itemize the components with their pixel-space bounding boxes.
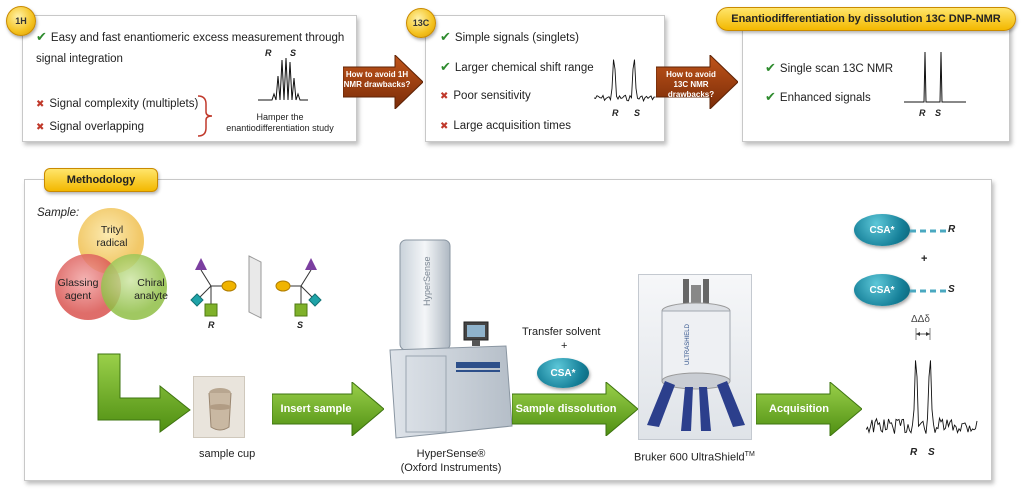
p2-label-r: R <box>612 108 619 118</box>
p2-neg2: ✖ Large acquisition times <box>440 120 571 132</box>
p3-pos1: ✔Single scan 13C NMR <box>765 60 893 76</box>
csa-bubble-s: CSA* <box>854 274 910 306</box>
magnet-icon: ULTRASHIELD <box>647 279 745 431</box>
venn-trityl: Trityl radical <box>96 224 128 249</box>
csa-plus: + <box>921 253 928 265</box>
mol-label-r: R <box>208 320 215 330</box>
sample-cup-label: sample cup <box>199 448 256 460</box>
p3-pos2-text: Enhanced signals <box>779 92 871 104</box>
panel-dnp-title: Enantiodifferentiation by dissolution 13… <box>716 7 1016 31</box>
methodology-title-text: Methodology <box>66 174 136 186</box>
cross-icon: ✖ <box>36 122 45 133</box>
p3-label-s: S <box>935 108 942 118</box>
p1-line1: ✔Easy and fast enantiomeric excess measu… <box>36 29 344 45</box>
transfer-solvent-label: Transfer solvent <box>522 326 601 338</box>
check-icon: ✔ <box>36 29 47 44</box>
check-icon: ✔ <box>765 89 776 104</box>
acquisition-label: Acquisition <box>769 403 829 415</box>
hypersense-label-1: HyperSense® <box>416 448 486 460</box>
p2-pos1-text: Simple signals (singlets) <box>454 32 579 44</box>
bruker-label: Bruker 600 UltraShieldTM <box>634 451 755 464</box>
sample-label: Sample: <box>37 207 80 219</box>
p2-neg2-text: Large acquisition times <box>453 120 572 132</box>
arrow-1-label: How to avoid 1H NMR drawbacks? <box>343 70 411 89</box>
p2-neg1: ✖ Poor sensitivity <box>440 90 531 102</box>
p1-line1-text: Easy and fast enantiomeric excess measur… <box>50 32 345 44</box>
p1-neg1: ✖ Signal complexity (multiplets) <box>36 98 198 110</box>
svg-text:HyperSense: HyperSense <box>422 256 432 306</box>
spec-label-s: S <box>928 447 935 458</box>
p2-pos1: ✔Simple signals (singlets) <box>440 29 579 45</box>
bruker-magnet-image: ULTRASHIELD <box>638 274 752 440</box>
p2-pos2: ✔Larger chemical shift range <box>440 59 594 75</box>
hypersense-label-2: (Oxford Instruments) <box>400 462 502 474</box>
p2-pos2-text: Larger chemical shift range <box>454 62 594 74</box>
p1-neg2: ✖ Signal overlapping <box>36 121 144 133</box>
csa-center-text: CSA* <box>550 367 576 379</box>
cup-icon <box>208 388 232 431</box>
methodology-title: Methodology <box>44 168 158 192</box>
svg-text:ULTRASHIELD: ULTRASHIELD <box>685 323 691 365</box>
p2-label-s: S <box>634 108 641 118</box>
check-icon: ✔ <box>765 60 776 75</box>
csa-r-label: R <box>948 224 956 235</box>
csa-bubble-center: CSA* <box>537 358 589 388</box>
check-icon: ✔ <box>440 59 451 74</box>
sample-cup-image <box>193 376 245 438</box>
p1-line1b: signal integration <box>36 53 123 65</box>
badge-1h-text: 1H <box>15 16 27 26</box>
p1-label-r: R <box>265 48 272 58</box>
acquisition-arrow <box>756 382 862 436</box>
panel-dnp-nmr <box>742 22 1010 142</box>
badge-1h: 1H <box>6 6 36 36</box>
cross-icon: ✖ <box>440 121 449 132</box>
cross-icon: ✖ <box>36 99 45 110</box>
panel-1h-nmr <box>22 15 357 142</box>
badge-13c-text: 13C <box>412 18 430 28</box>
csa-s-label: S <box>948 284 955 295</box>
p2-noisy-spectrum <box>594 59 656 103</box>
bruker-label-text: Bruker 600 UltraShield <box>634 451 745 464</box>
insert-sample-arrow <box>272 382 384 436</box>
arrow-2-label: How to avoid 13C NMR drawbacks? <box>666 70 716 99</box>
cross-icon: ✖ <box>440 91 449 102</box>
check-icon: ✔ <box>440 29 451 44</box>
p2-neg1-text: Poor sensitivity <box>453 90 531 102</box>
p1-neg2-text: Signal overlapping <box>49 121 145 133</box>
mol-label-s: S <box>297 320 304 330</box>
csa-r-dashed-link <box>910 229 946 233</box>
ddelta-label: ΔΔδ <box>911 314 930 325</box>
csa-s-dashed-link <box>910 289 946 293</box>
venn-chiral: Chiral analyte <box>134 277 168 302</box>
p3-clean-spectrum <box>904 51 966 103</box>
transfer-plus: + <box>561 340 568 352</box>
panel-dnp-title-text: Enantiodifferentiation by dissolution 13… <box>731 13 1001 25</box>
chiral-molecules-icon <box>190 255 322 319</box>
p3-pos2: ✔Enhanced signals <box>765 89 871 105</box>
l-shaped-arrow-icon <box>97 353 191 433</box>
p1-multiplet-spectrum <box>258 57 308 101</box>
p1-neg1-text: Signal complexity (multiplets) <box>49 98 199 110</box>
sample-dissolution-arrow <box>512 382 638 436</box>
p1-note: Hamper the enantiodifferentiation study <box>226 112 334 133</box>
arrow-13c-to-dnp <box>656 55 738 109</box>
badge-13c: 13C <box>406 8 436 38</box>
p3-label-r: R <box>919 108 926 118</box>
sample-venn-diagram <box>55 208 167 320</box>
hypersense-polarizer-image: HyperSense <box>389 239 513 439</box>
csa-bubble-r: CSA* <box>854 214 910 246</box>
p1-label-s: S <box>290 48 297 58</box>
arrow-1h-to-13c <box>343 55 423 109</box>
csa-s-text: CSA* <box>869 284 895 296</box>
venn-glassing: Glassing agent <box>57 277 99 302</box>
spec-label-r: R <box>910 447 918 458</box>
insert-sample-label: Insert sample <box>280 403 352 415</box>
p3-pos1-text: Single scan 13C NMR <box>779 63 894 75</box>
csa-r-text: CSA* <box>869 224 895 236</box>
p1-brace-icon <box>197 95 213 137</box>
bruker-tm: TM <box>744 451 755 458</box>
final-spectrum <box>866 328 978 435</box>
sample-dissolution-label: Sample dissolution <box>515 403 617 415</box>
